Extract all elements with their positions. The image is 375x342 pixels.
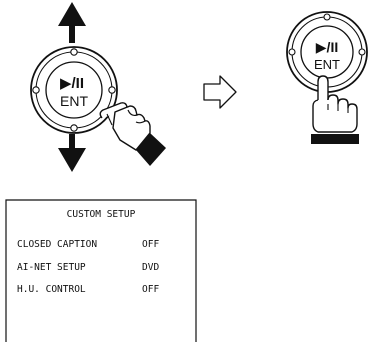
dial-marker-right	[358, 48, 366, 56]
play-pause-enter-button[interactable]: ▶/II ENT	[45, 61, 103, 119]
menu-row-value: DVD	[142, 262, 159, 273]
menu-row-label: CLOSED CAPTION	[17, 239, 97, 250]
dial-marker-right	[108, 86, 116, 94]
arrow-down-icon	[58, 134, 86, 172]
pressing-hand-icon	[311, 75, 359, 144]
osd-custom-setup-panel: CUSTOM SETUP CLOSED CAPTION OFF AI-NET S…	[5, 199, 197, 342]
left-jog-dial-group: ▶/II ENT	[30, 2, 166, 172]
right-jog-dial-group: ▶/II ENT	[286, 11, 368, 144]
dial-marker-bottom	[70, 124, 78, 132]
button-label-play-pause: ▶/II	[316, 39, 338, 55]
menu-row[interactable]: H.U. CONTROL OFF	[17, 284, 159, 295]
dial-marker-left	[32, 86, 40, 94]
menu-row-label: H.U. CONTROL	[17, 284, 86, 295]
button-label-enter: ENT	[314, 57, 340, 72]
menu-row-value: OFF	[142, 284, 159, 295]
menu-row[interactable]: AI-NET SETUP DVD	[17, 262, 159, 273]
menu-row-label: AI-NET SETUP	[17, 262, 86, 273]
button-label-enter: ENT	[60, 93, 88, 109]
dial-marker-left	[288, 48, 296, 56]
arrow-up-icon	[58, 2, 86, 43]
menu-row[interactable]: CLOSED CAPTION OFF	[17, 239, 159, 250]
play-pause-enter-button-pressed[interactable]: ▶/II ENT	[300, 25, 354, 79]
menu-row-value: OFF	[142, 239, 159, 250]
menu-title: CUSTOM SETUP	[67, 209, 136, 220]
button-label-play-pause: ▶/II	[60, 75, 84, 92]
dial-marker-top	[70, 48, 78, 56]
pointing-hand-icon	[99, 102, 166, 166]
hollow-arrow-right-icon	[203, 75, 237, 109]
dial-marker-top	[323, 13, 331, 21]
